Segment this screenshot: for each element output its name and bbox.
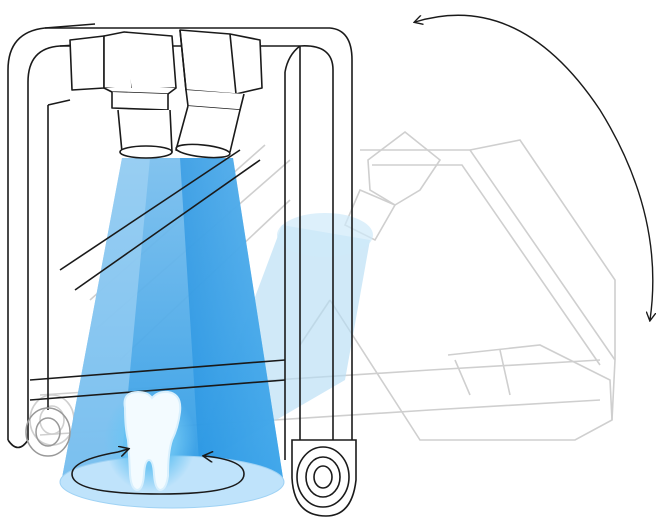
camera-right [176, 30, 262, 160]
camera-left [70, 32, 176, 158]
tilted-lens-glow [277, 213, 373, 257]
tooth-icon [104, 388, 196, 492]
right-pivot [292, 440, 356, 516]
curved-double-arrow-icon [415, 15, 653, 320]
